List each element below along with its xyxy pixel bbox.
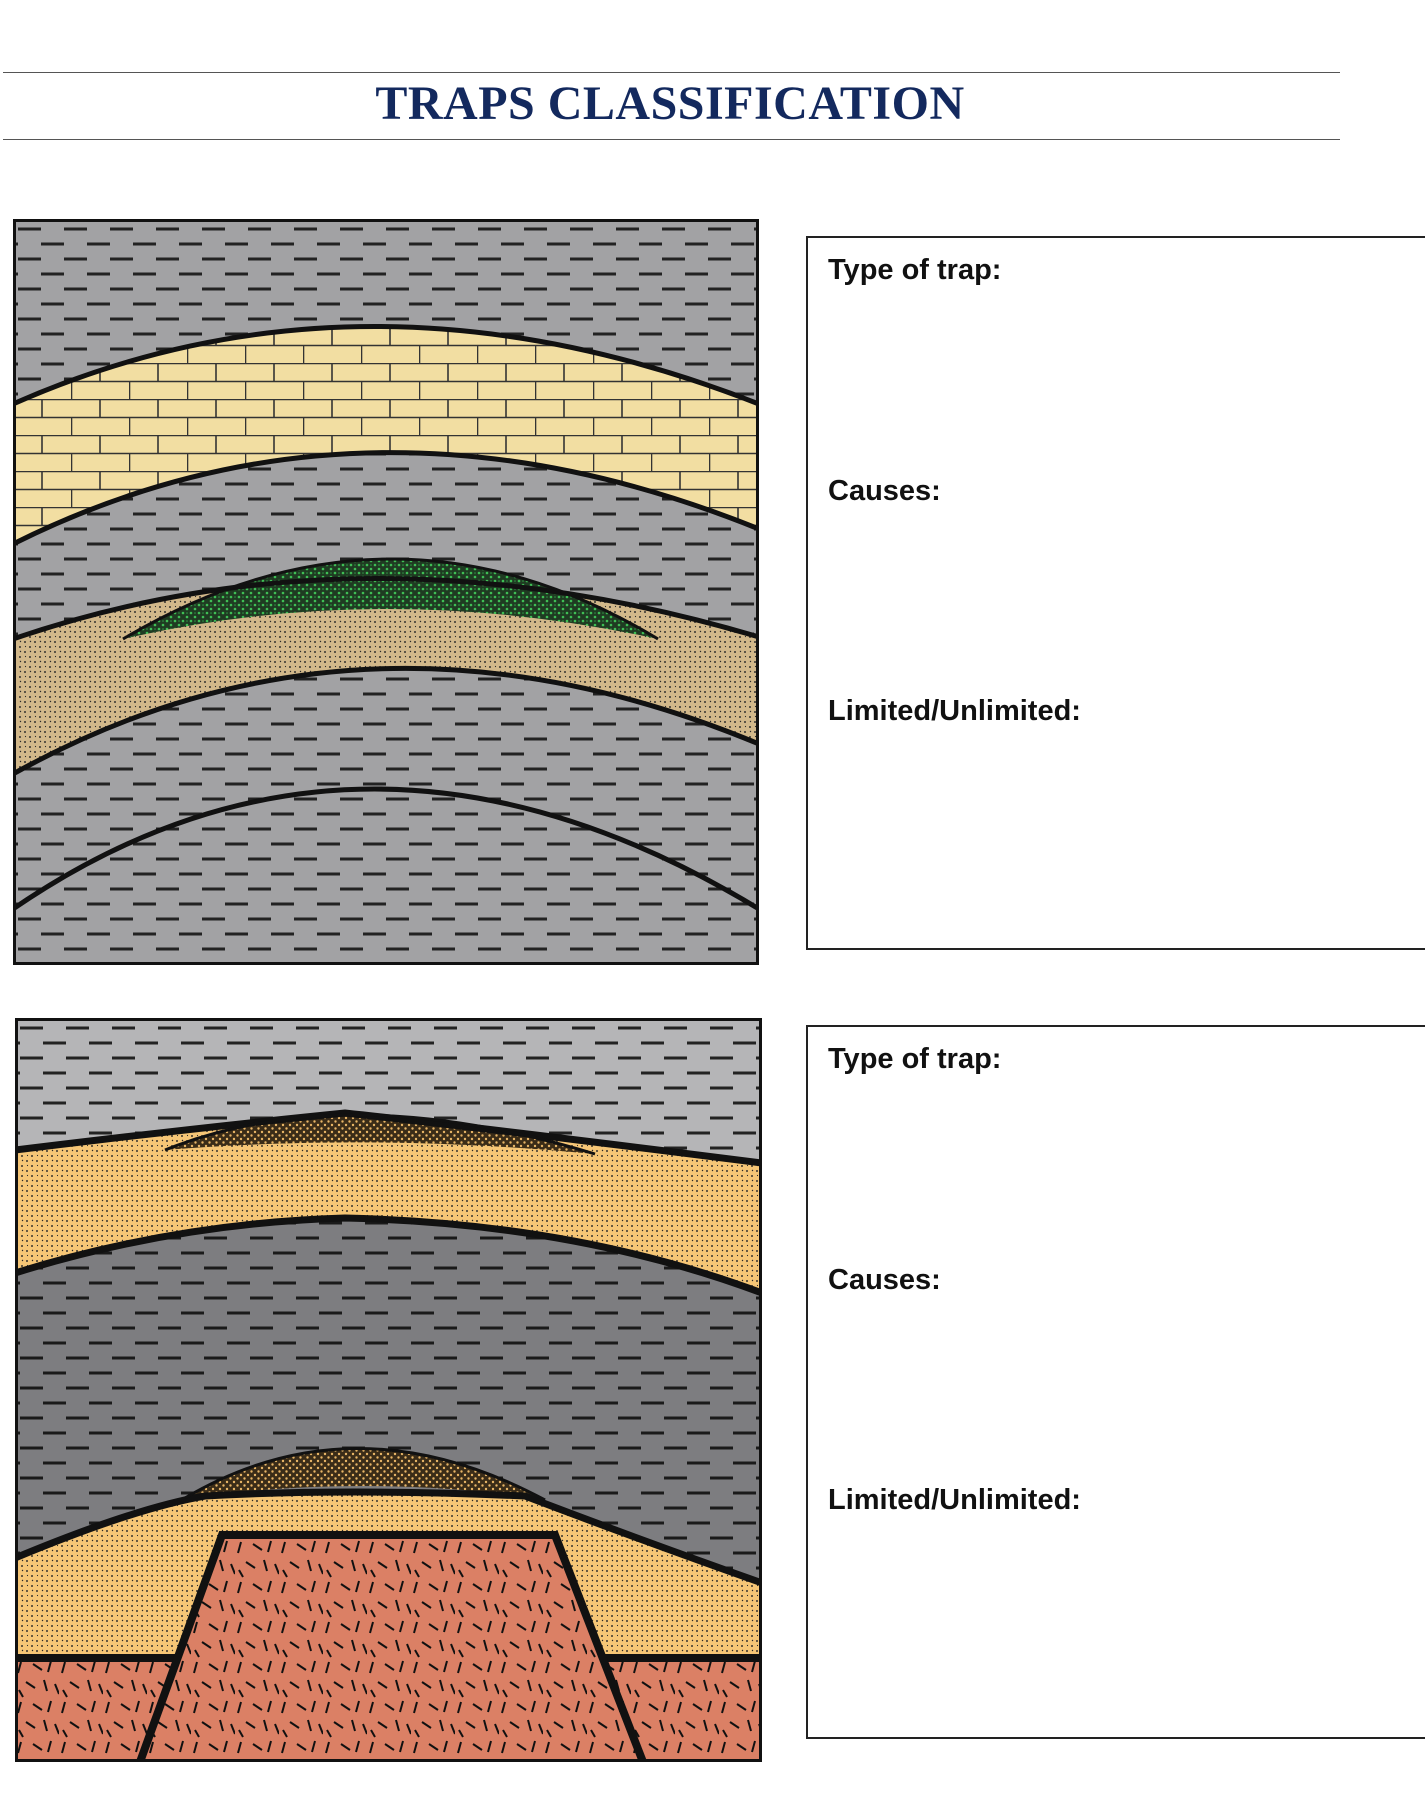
causes-label: Causes: xyxy=(828,1264,941,1296)
anticline-trap-diagram xyxy=(13,219,759,965)
limestone-layer xyxy=(13,326,759,544)
top-rule xyxy=(3,72,1340,73)
answer-box-2[interactable]: Type of trap: Causes: Limited/Unlimited: xyxy=(806,1025,1425,1739)
upper-sandstone-layer xyxy=(15,1113,762,1293)
buried-hill-trap-diagram xyxy=(15,1018,762,1762)
upper-oil-accumulation xyxy=(165,1114,595,1154)
causes-label: Causes: xyxy=(828,475,941,507)
type-of-trap-label: Type of trap: xyxy=(828,1043,1002,1075)
limited-unlimited-label: Limited/Unlimited: xyxy=(828,1484,1081,1516)
page-title: TRAPS CLASSIFICATION xyxy=(375,77,965,130)
limited-unlimited-label: Limited/Unlimited: xyxy=(828,695,1081,727)
sandstone-reservoir-layer xyxy=(13,578,759,774)
answer-box-1[interactable]: Type of trap: Causes: Limited/Unlimited: xyxy=(806,236,1425,950)
type-of-trap-label: Type of trap: xyxy=(828,254,1002,286)
lower-oil-accumulation xyxy=(185,1448,545,1500)
title-bottom-rule xyxy=(3,139,1340,140)
